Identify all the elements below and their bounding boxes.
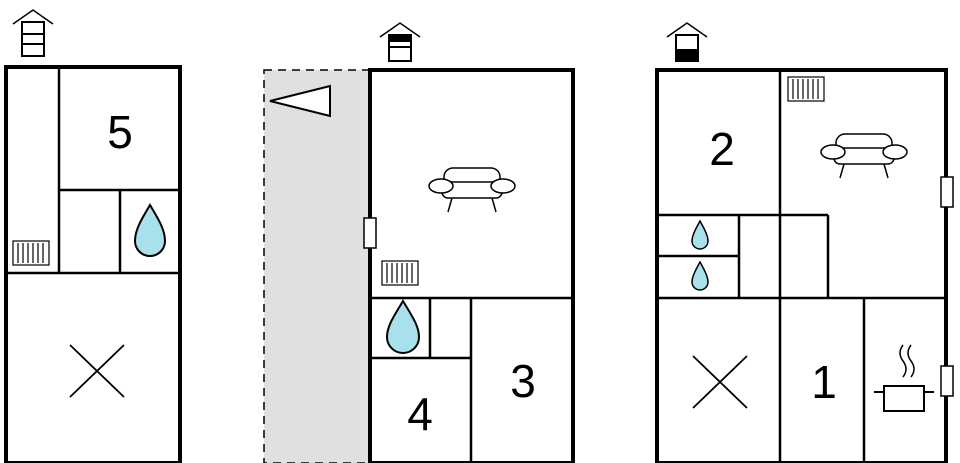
outer-wall — [368, 68, 575, 463]
floor-plan-middle: 4 3 — [263, 22, 575, 463]
bed-cross-icon — [692, 355, 748, 409]
radiator-icon — [381, 260, 419, 286]
water-drop-icon — [133, 203, 167, 257]
water-drop-icon — [691, 260, 709, 291]
floor-plan-right: 2 1 — [655, 22, 954, 463]
radiator-icon — [787, 76, 825, 102]
terrace-area — [263, 69, 371, 463]
room-label-2: 2 — [709, 123, 735, 175]
water-drop-icon — [385, 299, 421, 354]
cooking-pot-icon — [874, 344, 934, 412]
room-label-4: 4 — [407, 388, 433, 440]
outer-wall — [4, 65, 182, 463]
terrace-pointer-icon — [269, 84, 331, 118]
house-floor-icon — [666, 22, 708, 62]
room-label-1: 1 — [811, 356, 837, 408]
sofa-icon — [820, 133, 908, 179]
floor-plan-left: 5 — [4, 9, 182, 463]
bed-cross-icon — [69, 344, 125, 398]
water-drop-icon — [691, 219, 709, 250]
room-label-5: 5 — [107, 106, 133, 158]
outer-wall — [655, 68, 948, 463]
house-floor-icon — [12, 9, 54, 57]
room-label-3: 3 — [510, 355, 536, 407]
window-icon — [940, 176, 954, 208]
house-floor-icon — [379, 22, 421, 62]
radiator-icon — [12, 240, 50, 266]
sofa-icon — [428, 167, 516, 213]
window-icon — [940, 365, 954, 397]
window-icon — [363, 217, 377, 249]
